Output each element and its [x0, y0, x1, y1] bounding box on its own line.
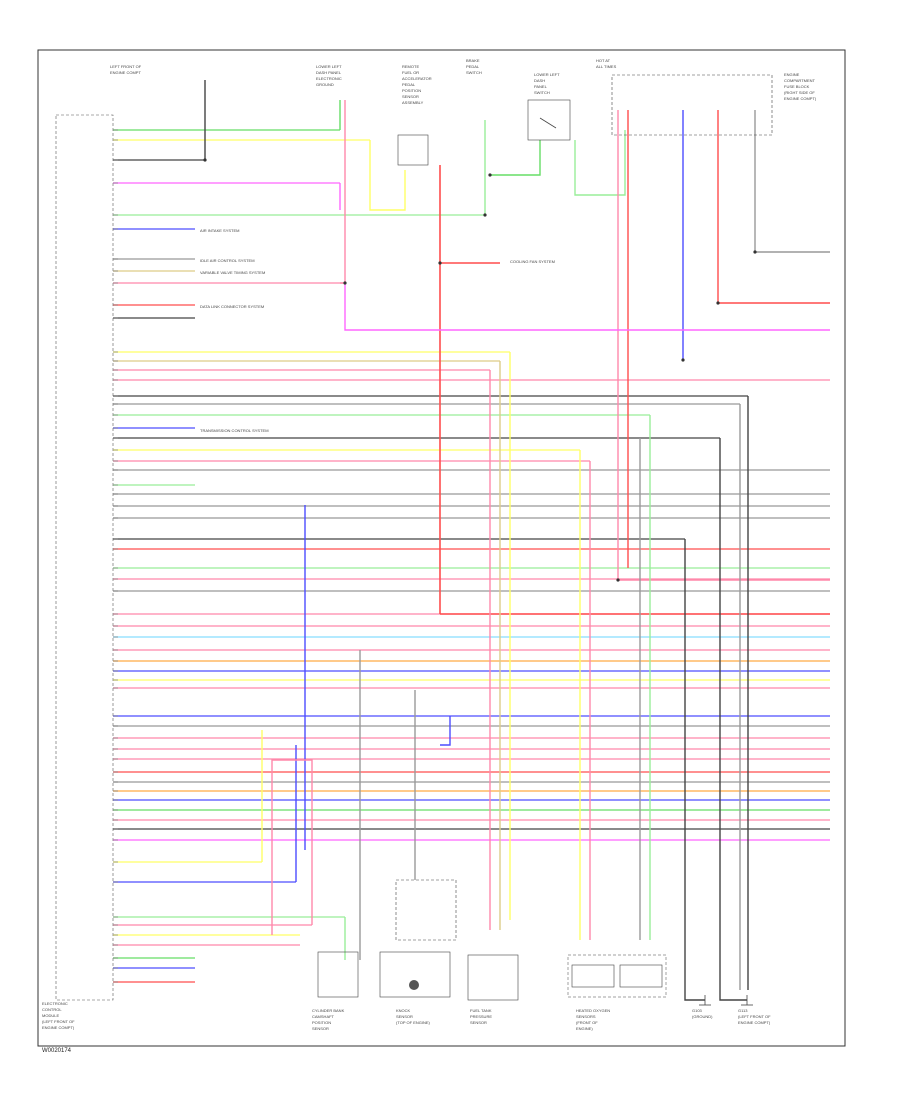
- caption-cap7: COMPARTMENT: [784, 78, 816, 83]
- system-note-5: TRANSMISSION CONTROL SYSTEM: [200, 428, 269, 433]
- ground-g103-icon: [699, 995, 711, 1006]
- caption-cap5: SWITCH: [534, 90, 550, 95]
- caption-cap6: HOT AT: [596, 58, 611, 63]
- caption-b4: ENGINE): [576, 1026, 593, 1031]
- caption-b2: KNOCK: [396, 1008, 411, 1013]
- oxygen-sensor-box-2: [619, 964, 663, 988]
- wire-group: [113, 80, 830, 1001]
- caption-cap3: REMOTE: [402, 64, 419, 69]
- caption-b1: POSITION: [312, 1020, 331, 1025]
- diagram-frame: [37, 49, 846, 1047]
- caption-b5: (GROUND): [692, 1014, 713, 1019]
- caption-cap4: SWITCH: [466, 70, 482, 75]
- caption-b2: (TOP OF ENGINE): [396, 1020, 431, 1025]
- caption-b6: (LEFT FRONT OF: [738, 1014, 771, 1019]
- caption-cap3: FUEL OR: [402, 70, 419, 75]
- splice-dot-3: [616, 578, 620, 582]
- caption-b1: SENSOR: [312, 1026, 329, 1031]
- ecm-caption: MODULE: [42, 1013, 59, 1018]
- caption-b4: HEATED OXYGEN: [576, 1008, 610, 1013]
- caption-cap2: ELECTRONIC: [316, 76, 342, 81]
- wire-cam-pink: [271, 759, 313, 935]
- caption-cap5: PANEL: [534, 84, 548, 89]
- ecm-caption: ELECTRONIC: [42, 1001, 68, 1006]
- wire-fuse-link: [574, 130, 626, 196]
- splice-dot-8: [488, 173, 492, 177]
- caption-b1: CAMSHAFT: [312, 1014, 335, 1019]
- fuse-block-box: [611, 74, 773, 136]
- caption-cap7: (RIGHT SIDE OF: [784, 90, 815, 95]
- wire-pink-up: [340, 100, 346, 284]
- caption-cap3: PEDAL: [402, 82, 416, 87]
- wire-apps-1: [369, 140, 406, 211]
- apps-sensor-box: [397, 134, 429, 166]
- caption-b4: (FRONT OF: [576, 1020, 598, 1025]
- wire-fuse-4: [717, 110, 830, 304]
- ground-g113-icon: [741, 995, 753, 1006]
- knock-sensor-box: [379, 951, 451, 998]
- splice-dot-5: [716, 301, 720, 305]
- caption-cap5: LOWER LEFT: [534, 72, 560, 77]
- caption-cap7: ENGINE COMPT): [784, 96, 817, 101]
- caption-cap2: GROUND: [316, 82, 334, 87]
- splice-dot-1: [483, 213, 487, 217]
- system-note-4: COOLING FAN SYSTEM: [510, 259, 555, 264]
- caption-cap3: POSITION: [402, 88, 421, 93]
- caption-cap5: DASH: [534, 78, 545, 83]
- ecm-caption: ENGINE COMPT): [42, 1025, 75, 1030]
- ecm-module-box: [55, 114, 114, 1001]
- caption-b4: SENSORS: [576, 1014, 596, 1019]
- caption-cap2: DASH PANEL: [316, 70, 342, 75]
- fuel-tank-pressure-sensor-box: [467, 954, 519, 1001]
- caption-b5: G103: [692, 1008, 703, 1013]
- wire-mag-right: [344, 283, 830, 331]
- system-note-3: DATA LINK CONNECTOR SYSTEM: [200, 304, 264, 309]
- caption-b6: G113: [738, 1008, 748, 1013]
- splice-dot-4: [681, 358, 685, 362]
- oxygen-sensor-box-1: [571, 964, 615, 988]
- caption-cap2: LOWER LEFT: [316, 64, 342, 69]
- figure-id: W0020174: [42, 1048, 72, 1054]
- caption-b3: PRESSURE: [470, 1014, 492, 1019]
- knock-sensor-element: [409, 980, 419, 990]
- caption-cap1: LEFT FRONT OF: [110, 64, 142, 69]
- caption-cap3: ASSEMBLY: [402, 100, 424, 105]
- caption-b1: CYLINDER BANK: [312, 1008, 345, 1013]
- caption-cap4: PEDAL: [466, 64, 480, 69]
- ecm-caption: CONTROL: [42, 1007, 62, 1012]
- oxygen-sensors-group: [567, 954, 667, 998]
- system-note-0: AIR INTAKE SYSTEM: [200, 228, 240, 233]
- caption-cap7: FUSE BLOCK: [784, 84, 810, 89]
- caption-b2: SENSOR: [396, 1014, 413, 1019]
- brake-switch-contact: [539, 117, 557, 129]
- caption-cap3: ACCELERATOR: [402, 76, 432, 81]
- knock-sensor-harness-box: [395, 879, 457, 941]
- wire-knock-3: [440, 716, 451, 746]
- caption-b3: SENSOR: [470, 1020, 487, 1025]
- camshaft-sensor-box: [317, 951, 359, 998]
- caption-b3: FUEL TANK: [470, 1008, 492, 1013]
- splice-dot-7: [343, 281, 347, 285]
- caption-b6: ENGINE COMPT): [738, 1020, 771, 1025]
- caption-cap3: SENSOR: [402, 94, 419, 99]
- wire-fuse-5: [754, 110, 830, 253]
- splice-dot-6: [753, 250, 757, 254]
- wire-brake-2: [490, 140, 541, 176]
- caption-cap7: ENGINE: [784, 72, 800, 77]
- caption-cap1: ENGINE COMPT: [110, 70, 141, 75]
- caption-cap4: BRAKE: [466, 58, 480, 63]
- ecm-caption: (LEFT FRONT OF: [42, 1019, 75, 1024]
- wire-g103: [684, 539, 705, 1001]
- splice-dot-0: [203, 158, 207, 162]
- system-note-2: VARIABLE VALVE TIMING SYSTEM: [200, 270, 265, 275]
- wire-g113: [719, 438, 747, 1001]
- splice-dot-2: [438, 261, 442, 265]
- system-note-1: IDLE AIR CONTROL SYSTEM: [200, 258, 255, 263]
- caption-cap6: ALL TIMES: [596, 64, 617, 69]
- pin-labels: [113, 129, 118, 983]
- brake-switch-box: [527, 99, 571, 141]
